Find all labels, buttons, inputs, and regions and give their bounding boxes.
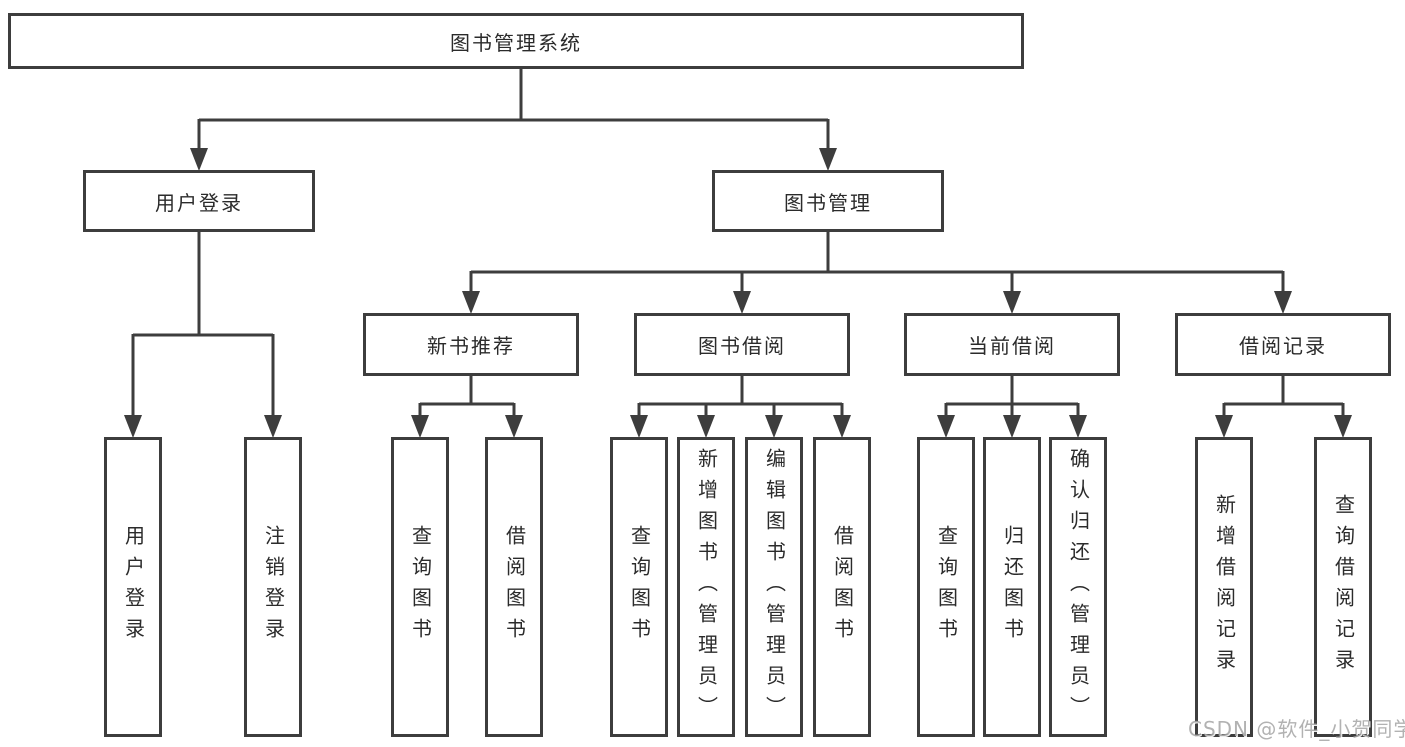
leaf-borrow-edit: 编辑图书（管理员） (745, 437, 803, 737)
leaf-borrow-query: 查询图书 (610, 437, 668, 737)
leaf-newbook-borrow: 借阅图书 (485, 437, 543, 737)
leaf-borrow-add-label: 新增图书（管理员） (694, 447, 719, 727)
node-book-mgmt-label: 图书管理 (784, 190, 872, 215)
node-borrow-record-label: 借阅记录 (1239, 334, 1327, 358)
leaf-current-confirm: 确认归还（管理员） (1049, 437, 1107, 737)
node-new-book-label: 新书推荐 (427, 334, 515, 358)
leaf-borrow-add: 新增图书（管理员） (677, 437, 735, 737)
leaf-record-add-label: 新增借阅记录 (1212, 494, 1237, 680)
leaf-record-query-label: 查询借阅记录 (1331, 494, 1356, 680)
leaf-record-query: 查询借阅记录 (1314, 437, 1372, 737)
node-user-login: 用户登录 (83, 170, 315, 232)
node-current-borrow-label: 当前借阅 (968, 334, 1056, 358)
node-new-book: 新书推荐 (363, 313, 579, 376)
leaf-current-query-label: 查询图书 (934, 525, 959, 649)
arrowhead-icons (124, 148, 1352, 438)
leaf-borrow-query-label: 查询图书 (627, 525, 652, 649)
leaf-logout: 注销登录 (244, 437, 302, 737)
node-user-login-label: 用户登录 (155, 190, 243, 215)
leaf-borrow-borrow: 借阅图书 (813, 437, 871, 737)
leaf-user-login: 用户登录 (104, 437, 162, 737)
node-book-borrow: 图书借阅 (634, 313, 850, 376)
node-root-label: 图书管理系统 (450, 30, 582, 55)
connector-edges (131, 69, 1345, 425)
leaf-newbook-borrow-label: 借阅图书 (502, 525, 527, 649)
leaf-logout-label: 注销登录 (261, 525, 286, 649)
leaf-current-query: 查询图书 (917, 437, 975, 737)
leaf-borrow-edit-label: 编辑图书（管理员） (762, 447, 787, 727)
node-borrow-record: 借阅记录 (1175, 313, 1391, 376)
node-book-mgmt: 图书管理 (712, 170, 944, 232)
leaf-newbook-query: 查询图书 (391, 437, 449, 737)
node-current-borrow: 当前借阅 (904, 313, 1120, 376)
leaf-newbook-query-label: 查询图书 (408, 525, 433, 649)
leaf-user-login-label: 用户登录 (121, 525, 146, 649)
node-book-borrow-label: 图书借阅 (698, 334, 786, 358)
leaf-record-add: 新增借阅记录 (1195, 437, 1253, 737)
leaf-current-confirm-label: 确认归还（管理员） (1066, 447, 1091, 727)
leaf-current-return: 归还图书 (983, 437, 1041, 737)
node-root: 图书管理系统 (8, 13, 1024, 69)
csdn-watermark: CSDN @软件_小贺同学 (1188, 717, 1405, 741)
leaf-borrow-borrow-label: 借阅图书 (830, 525, 855, 649)
leaf-current-return-label: 归还图书 (1000, 525, 1025, 649)
